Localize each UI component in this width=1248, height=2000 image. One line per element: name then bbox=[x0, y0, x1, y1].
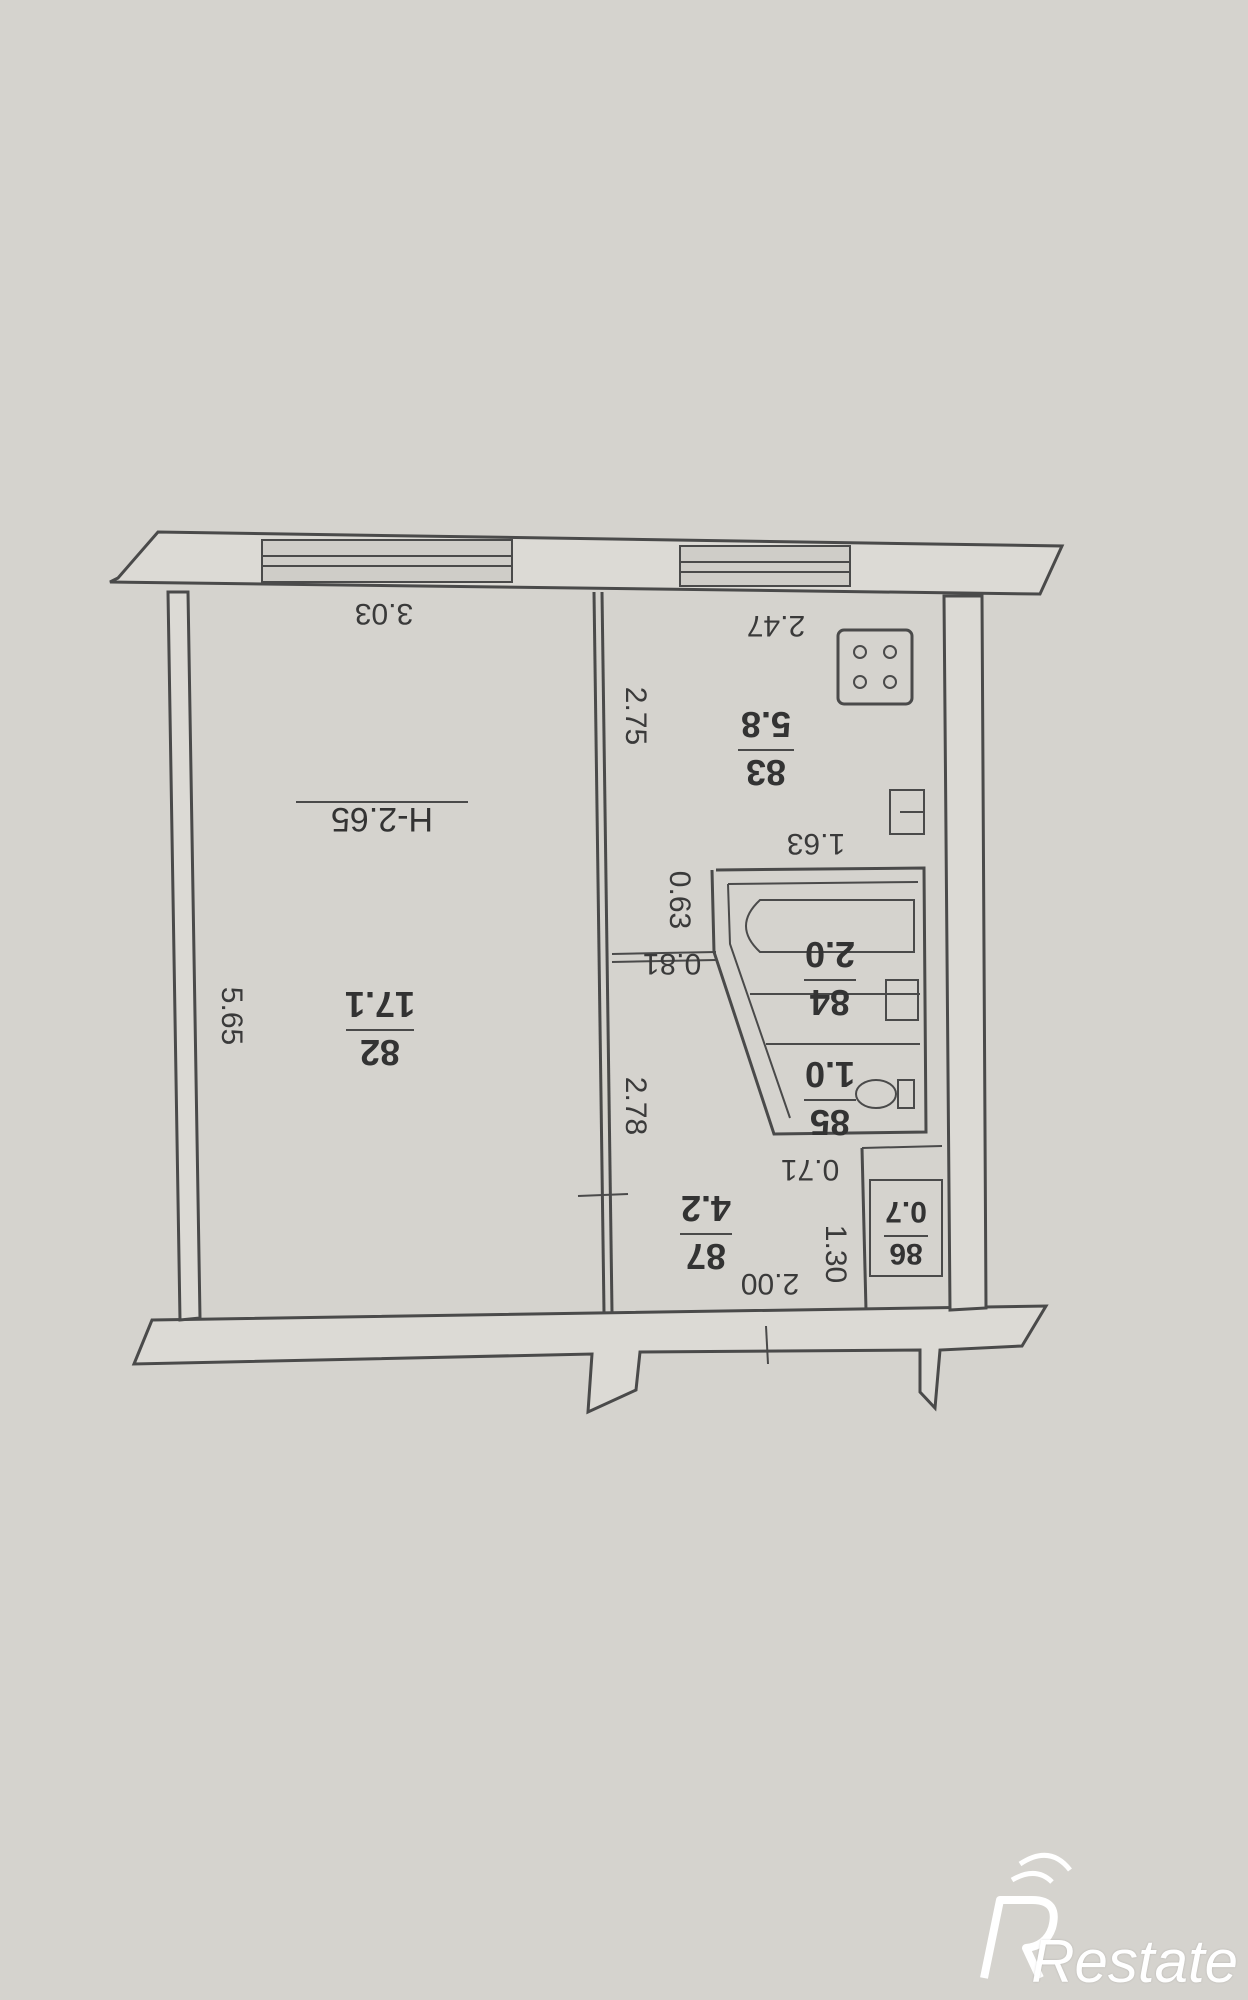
ceiling-height-label: H-2.65 bbox=[331, 800, 433, 838]
dim-room82-length: 5.65 bbox=[215, 987, 248, 1045]
svg-text:1.30: 1.30 bbox=[819, 1225, 852, 1283]
room-87-label: 87 4.2 bbox=[680, 1188, 732, 1277]
top-wall bbox=[109, 530, 1065, 596]
dim-kitchen-length: 2.75 bbox=[619, 687, 652, 745]
dim-kitchen-inner: 1.63 bbox=[787, 827, 845, 860]
sink-icon bbox=[889, 789, 925, 835]
dim-bath-offset: 0.63 bbox=[663, 871, 696, 929]
svg-text:2.00: 2.00 bbox=[741, 1267, 799, 1300]
right-wall bbox=[942, 594, 988, 1312]
room-85-label: 85 1.0 bbox=[804, 1054, 856, 1143]
dim-closet-length: 1.30 bbox=[819, 1225, 852, 1283]
svg-text:3.03: 3.03 bbox=[355, 597, 413, 630]
room-82-label: 82 17.1 bbox=[345, 984, 415, 1073]
dim-corridor-step: 0.81 bbox=[643, 947, 701, 980]
room-83-area: 5.8 bbox=[741, 704, 791, 745]
window-kitchen bbox=[679, 545, 851, 587]
svg-text:5.65: 5.65 bbox=[215, 987, 248, 1045]
room-86-area: 0.7 bbox=[885, 1195, 927, 1228]
dim-hall-width: 2.00 bbox=[741, 1267, 799, 1300]
room-87-number: 87 bbox=[686, 1236, 726, 1277]
room-84-area: 2.0 bbox=[805, 934, 855, 975]
dim-room82-width: 3.03 bbox=[355, 597, 413, 630]
closet-wall bbox=[860, 1147, 868, 1311]
room-83-number: 83 bbox=[746, 752, 786, 793]
room-85-number: 85 bbox=[810, 1102, 850, 1143]
restate-logo-icon bbox=[980, 1852, 1072, 1980]
ceiling-height: H-2.65 bbox=[331, 800, 433, 838]
svg-text:2.47: 2.47 bbox=[747, 609, 805, 642]
dim-closet-width: 0.71 bbox=[781, 1153, 839, 1186]
bath-wall bbox=[710, 866, 928, 1136]
room-84-label: 84 2.0 bbox=[804, 934, 856, 1023]
room-86-number: 86 bbox=[889, 1237, 922, 1270]
room-86-label: 86 0.7 bbox=[884, 1195, 928, 1270]
watermark-text: Restate bbox=[1031, 1928, 1238, 1995]
window-room-82 bbox=[261, 539, 513, 583]
room-84-number: 84 bbox=[810, 982, 850, 1023]
washbasin-icon bbox=[885, 979, 919, 1021]
svg-text:0.71: 0.71 bbox=[781, 1153, 839, 1186]
bathtub-icon bbox=[745, 899, 915, 953]
closet-frame bbox=[869, 1179, 943, 1277]
partition-main bbox=[592, 591, 606, 1313]
left-wall bbox=[166, 590, 202, 1322]
room-85-area: 1.0 bbox=[805, 1054, 855, 1095]
dim-corridor-length: 2.78 bbox=[619, 1077, 652, 1135]
stove-icon bbox=[836, 628, 914, 706]
room-87-area: 4.2 bbox=[681, 1188, 731, 1229]
room-82-number: 82 bbox=[360, 1032, 400, 1073]
svg-text:1.63: 1.63 bbox=[787, 827, 845, 860]
svg-text:0.63: 0.63 bbox=[663, 871, 696, 929]
toilet-icon bbox=[855, 1079, 915, 1109]
svg-text:0.81: 0.81 bbox=[643, 947, 701, 980]
svg-text:2.75: 2.75 bbox=[619, 687, 652, 745]
room-82-area: 17.1 bbox=[345, 984, 415, 1025]
room-83-label: 83 5.8 bbox=[738, 704, 794, 793]
dim-kitchen-width: 2.47 bbox=[747, 609, 805, 642]
svg-text:2.78: 2.78 bbox=[619, 1077, 652, 1135]
bottom-wall bbox=[131, 1304, 1049, 1415]
